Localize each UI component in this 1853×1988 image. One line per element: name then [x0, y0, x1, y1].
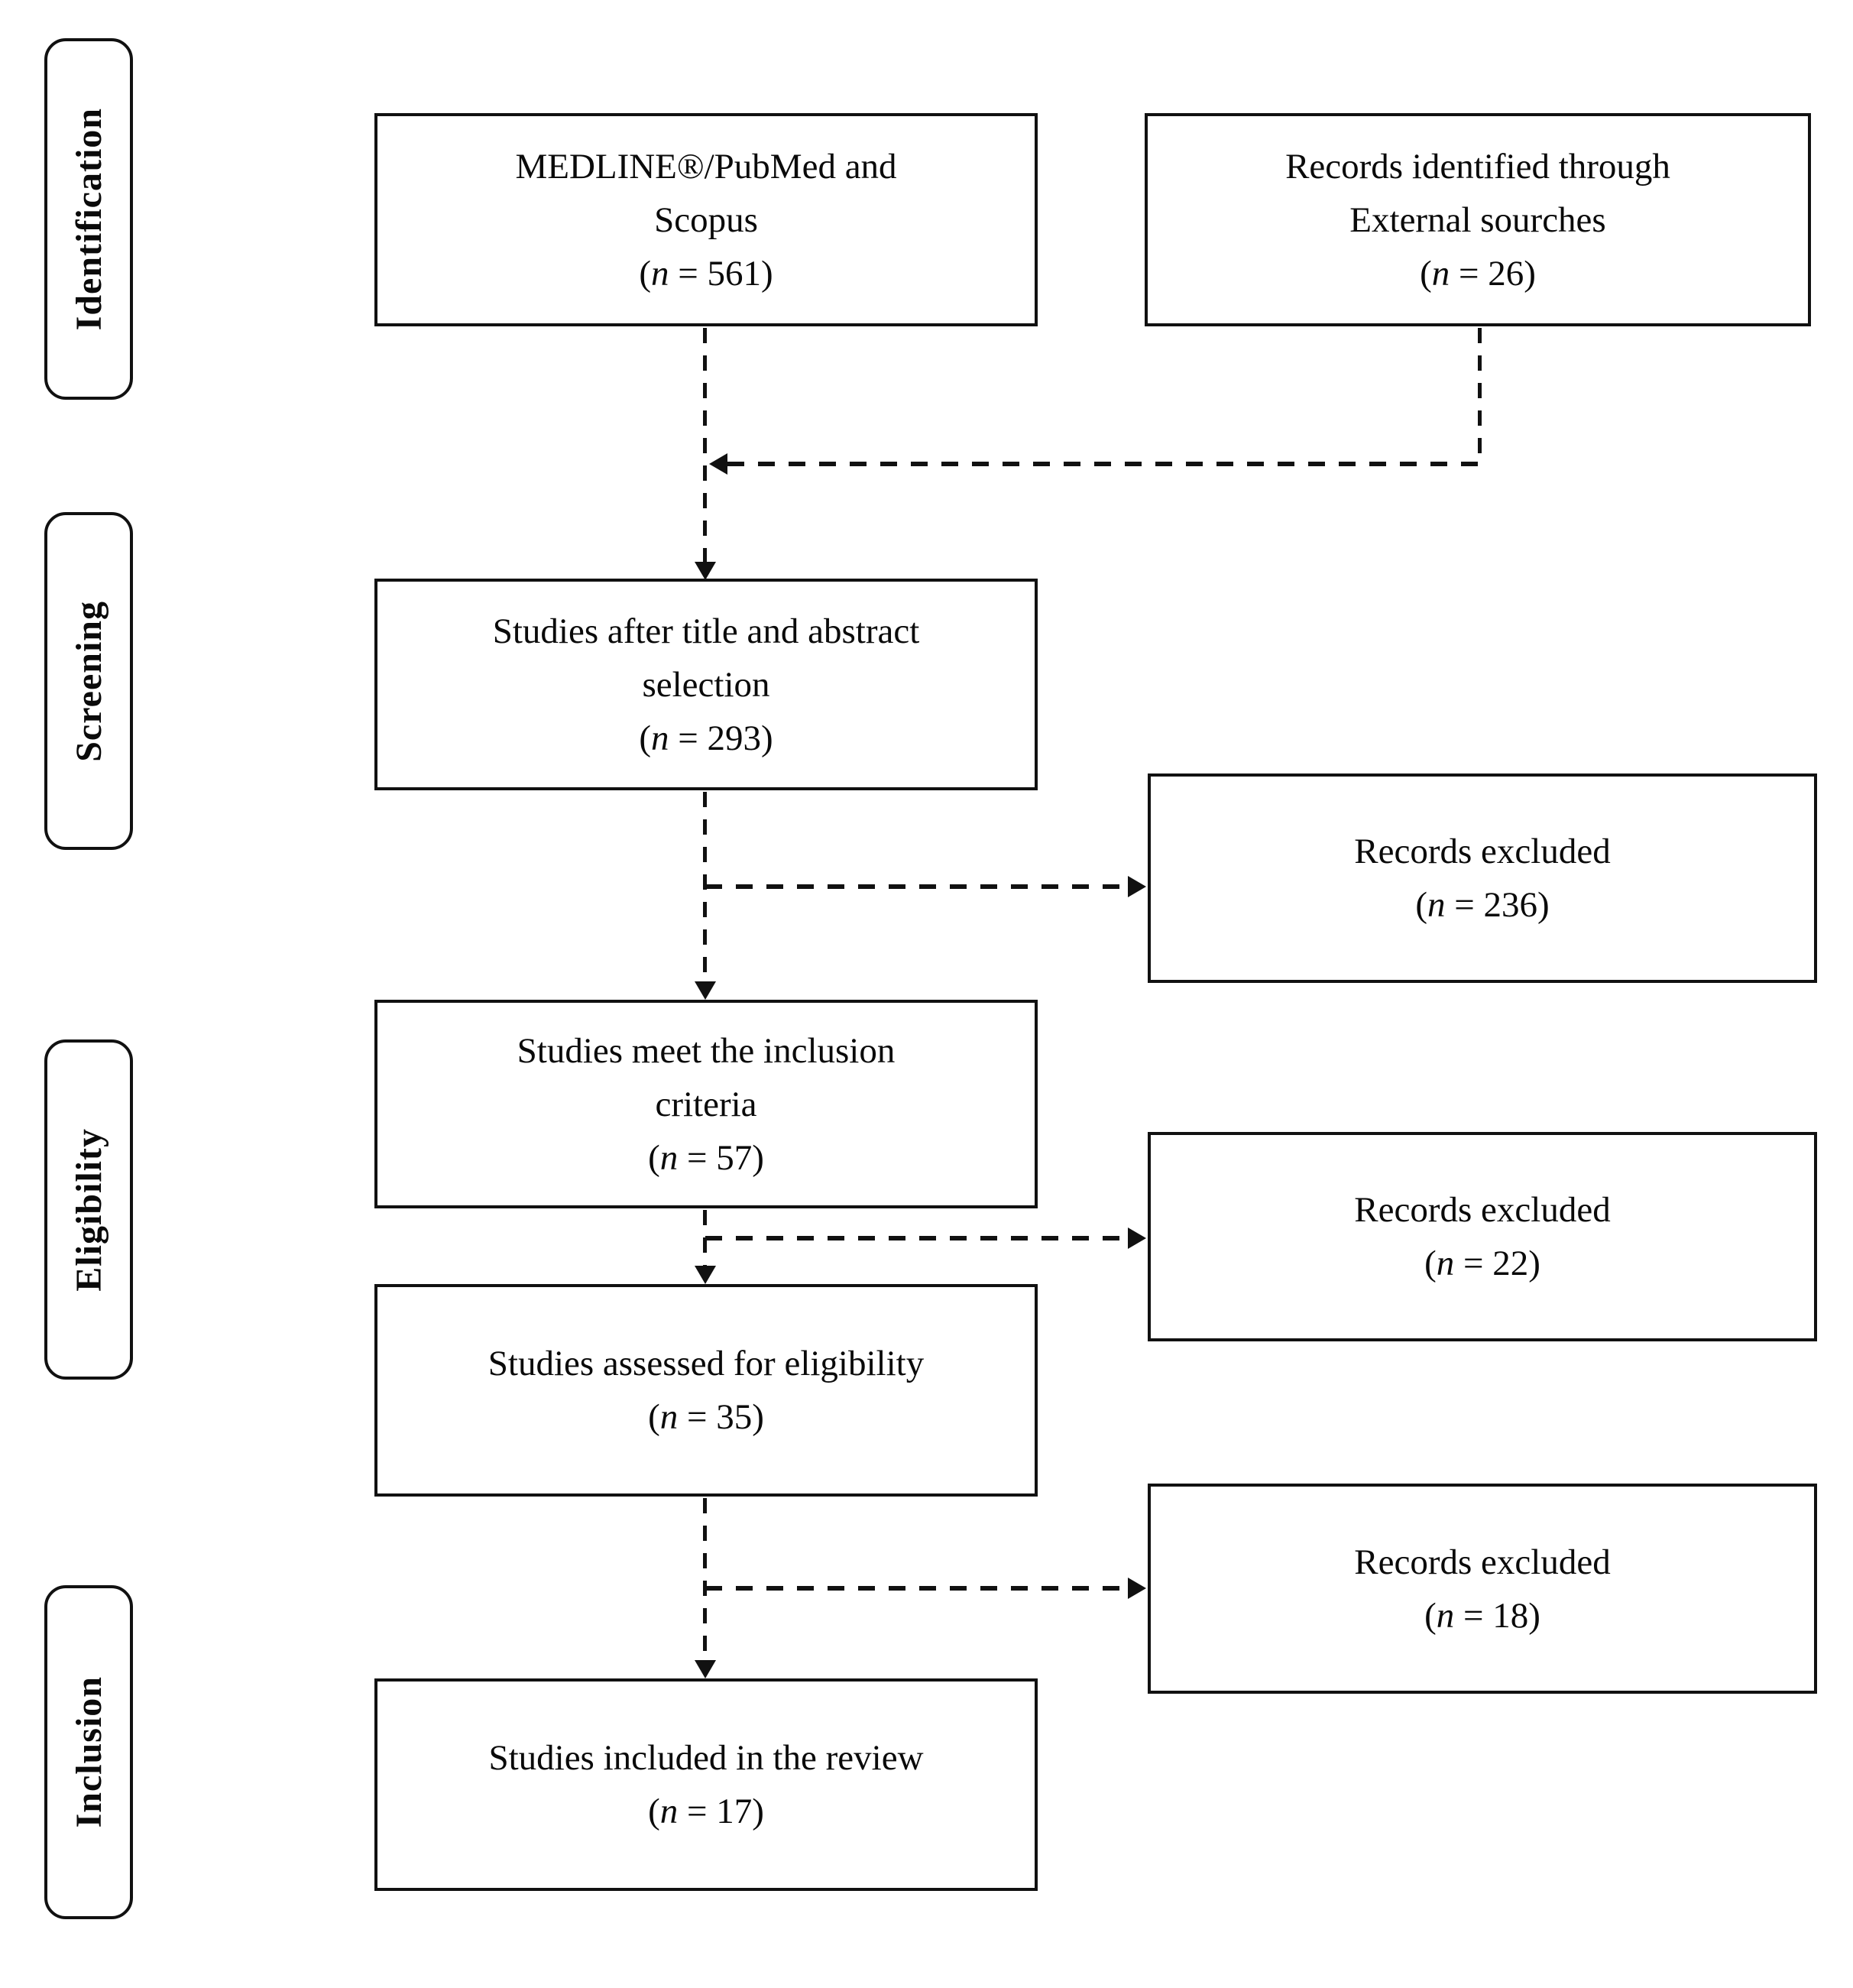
arrow-excluded-18-head	[1128, 1578, 1146, 1599]
box-label-line: Studies after title and abstract	[492, 611, 920, 651]
arrow-external-to-main-line	[727, 462, 1480, 466]
arrow-screening-to-criteria-line	[703, 792, 707, 983]
stage-inclusion: Inclusion	[44, 1585, 133, 1919]
arrow-excluded-236-head	[1128, 876, 1146, 897]
stage-screening: Screening	[44, 512, 133, 850]
box-label-line: Studies assessed for eligibility	[488, 1344, 925, 1383]
box-count: (n = 561)	[639, 253, 773, 293]
box-label-line: MEDLINE®/PubMed and	[515, 146, 897, 186]
arrow-screening-to-criteria-head	[695, 981, 716, 1000]
box-count: (n = 26)	[1420, 253, 1536, 293]
arrow-external-stub-line	[1478, 328, 1482, 465]
box-count: (n = 18)	[1424, 1595, 1540, 1636]
box-count: (n = 17)	[648, 1792, 764, 1831]
box-records-excluded-criteria: Records excluded (n = 22)	[1148, 1132, 1817, 1341]
box-label-line: External sourches	[1349, 199, 1606, 240]
stage-eligibility-label: Eligibility	[68, 1127, 109, 1292]
arrow-assessed-to-included-line	[703, 1498, 707, 1660]
arrow-assessed-to-included-head	[695, 1660, 716, 1678]
stage-identification-label: Identification	[68, 107, 109, 331]
arrow-excluded-22-head	[1128, 1228, 1146, 1249]
box-label-line: Scopus	[654, 199, 758, 240]
arrow-excluded-18-line	[705, 1586, 1128, 1591]
box-records-excluded-eligibility: Records excluded (n = 18)	[1148, 1484, 1817, 1694]
box-records-excluded-screening: Records excluded (n = 236)	[1148, 773, 1817, 983]
arrow-excluded-22-line	[705, 1236, 1128, 1240]
stage-screening-label: Screening	[68, 600, 109, 762]
box-label-line: Records identified through	[1285, 146, 1670, 186]
box-label-line: Records excluded	[1354, 1190, 1611, 1230]
box-label-line: Studies included in the review	[488, 1738, 924, 1778]
box-assessed-for-eligibility: Studies assessed for eligibility (n = 35…	[374, 1284, 1038, 1497]
arrow-medline-to-screening-line	[703, 328, 707, 563]
arrow-criteria-to-assessed-line	[703, 1210, 707, 1266]
arrow-excluded-236-line	[705, 884, 1128, 889]
box-count: (n = 57)	[648, 1137, 764, 1178]
arrow-criteria-to-assessed-head	[695, 1266, 716, 1284]
box-medline-pubmed-scopus: MEDLINE®/PubMed and Scopus (n = 561)	[374, 113, 1038, 326]
box-label-line: selection	[642, 664, 770, 705]
box-label-line: Records excluded	[1354, 832, 1611, 871]
stage-eligibility: Eligibility	[44, 1039, 133, 1380]
box-inclusion-criteria: Studies meet the inclusion criteria (n =…	[374, 1000, 1038, 1208]
box-included-in-review: Studies included in the review (n = 17)	[374, 1678, 1038, 1891]
box-external-sources: Records identified through External sour…	[1145, 113, 1811, 326]
stage-inclusion-label: Inclusion	[68, 1676, 109, 1828]
box-count: (n = 22)	[1424, 1244, 1540, 1283]
box-count: (n = 35)	[648, 1397, 764, 1437]
box-count: (n = 293)	[639, 718, 773, 758]
box-label-line: Records excluded	[1354, 1542, 1611, 1582]
arrow-external-to-main-head	[709, 453, 727, 475]
stage-identification: Identification	[44, 38, 133, 400]
arrow-medline-to-screening-head	[695, 562, 716, 580]
box-label-line: Studies meet the inclusion	[517, 1030, 896, 1071]
box-title-abstract-selection: Studies after title and abstract selecti…	[374, 579, 1038, 790]
box-count: (n = 236)	[1415, 885, 1550, 925]
box-label-line: criteria	[655, 1084, 757, 1124]
